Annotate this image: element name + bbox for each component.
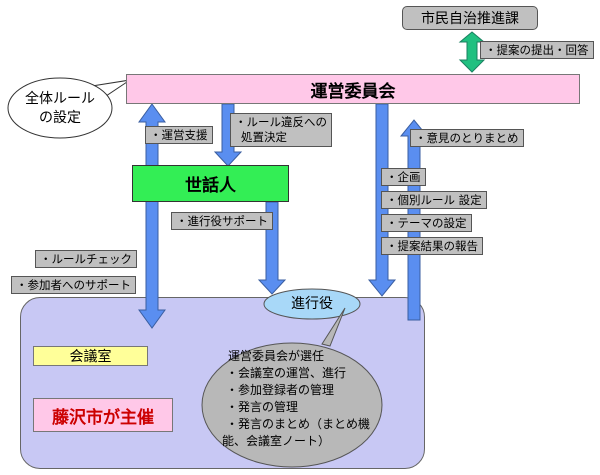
moderator-label: 進行役 [291,296,333,312]
moderator-roles-line-1: 運営委員会が選任 [228,349,325,363]
global-rules-callout-ellipse [7,77,113,139]
moderator-roles-line-4: ・発言の管理 [226,400,299,414]
organizer-box: 藤沢市が主催 [33,398,173,432]
individual-rules-label: ・個別ルール 設定 [381,191,487,209]
facilitator-box: 世話人 [132,165,289,202]
committee-box: 運営委員会 [126,74,580,104]
operation-support-label: ・運営支援 [145,126,213,144]
meeting-room-box: 会議室 [33,346,148,366]
meeting-room-label: 会議室 [69,349,112,365]
global-rules-line-1: 全体ルール [25,91,95,107]
rule-violation-line-1: ・ルール違反への [235,115,327,129]
participant-support-label: ・参加者へのサポート [11,276,136,294]
moderator-roles-line-5: ・発言のまとめ（まとめ機 [226,417,371,431]
moderator-roles-ellipse [201,342,383,468]
committee-to-facilitator-arrow [213,103,243,167]
moderator-roles-line-6: 能、会議室ノート） [222,434,331,448]
city-dept-box: 市民自治推進課 [402,6,538,30]
moderator-roles-callout-shape [321,307,346,347]
global-rules-line-2: の設定 [39,110,81,126]
global-rules-callout-text: 全体ルール の設定 [12,90,108,128]
rule-check-label: ・ルールチェック [35,250,137,268]
organizer-label: 藤沢市が主催 [52,407,154,428]
city-dept-label: 市民自治推進課 [421,11,519,27]
proposal-reply-label: ・提案の提出・回答 [480,41,594,59]
moderator-support-label: ・進行役サポート [171,212,273,230]
opinion-summary-label: ・意見のとりまとめ [410,129,524,147]
moderator-roles-text: 運営委員会が選任 ・会議室の運営、進行 ・参加登録者の管理 ・発言の管理 ・発言… [218,348,388,450]
facilitator-to-moderator-arrow [257,201,287,295]
left-double-arrow [138,103,166,329]
green-double-arrow [458,31,486,73]
moderator-roles-line-3: ・参加登録者の管理 [226,383,335,397]
proposal-report-label: ・提案結果の報告 [381,237,483,255]
moderator-roles-line-2: ・会議室の運営、進行 [226,366,347,380]
rule-violation-line-2: 処置決定 [241,130,287,144]
rule-violation-label: ・ルール違反への 処置決定 [230,113,332,147]
moderator-ellipse [263,288,361,320]
planning-label: ・企画 [381,168,426,186]
theme-setting-label: ・テーマの設定 [381,214,472,232]
committee-label: 運営委員会 [310,81,396,102]
facilitator-label: 世話人 [185,176,236,196]
